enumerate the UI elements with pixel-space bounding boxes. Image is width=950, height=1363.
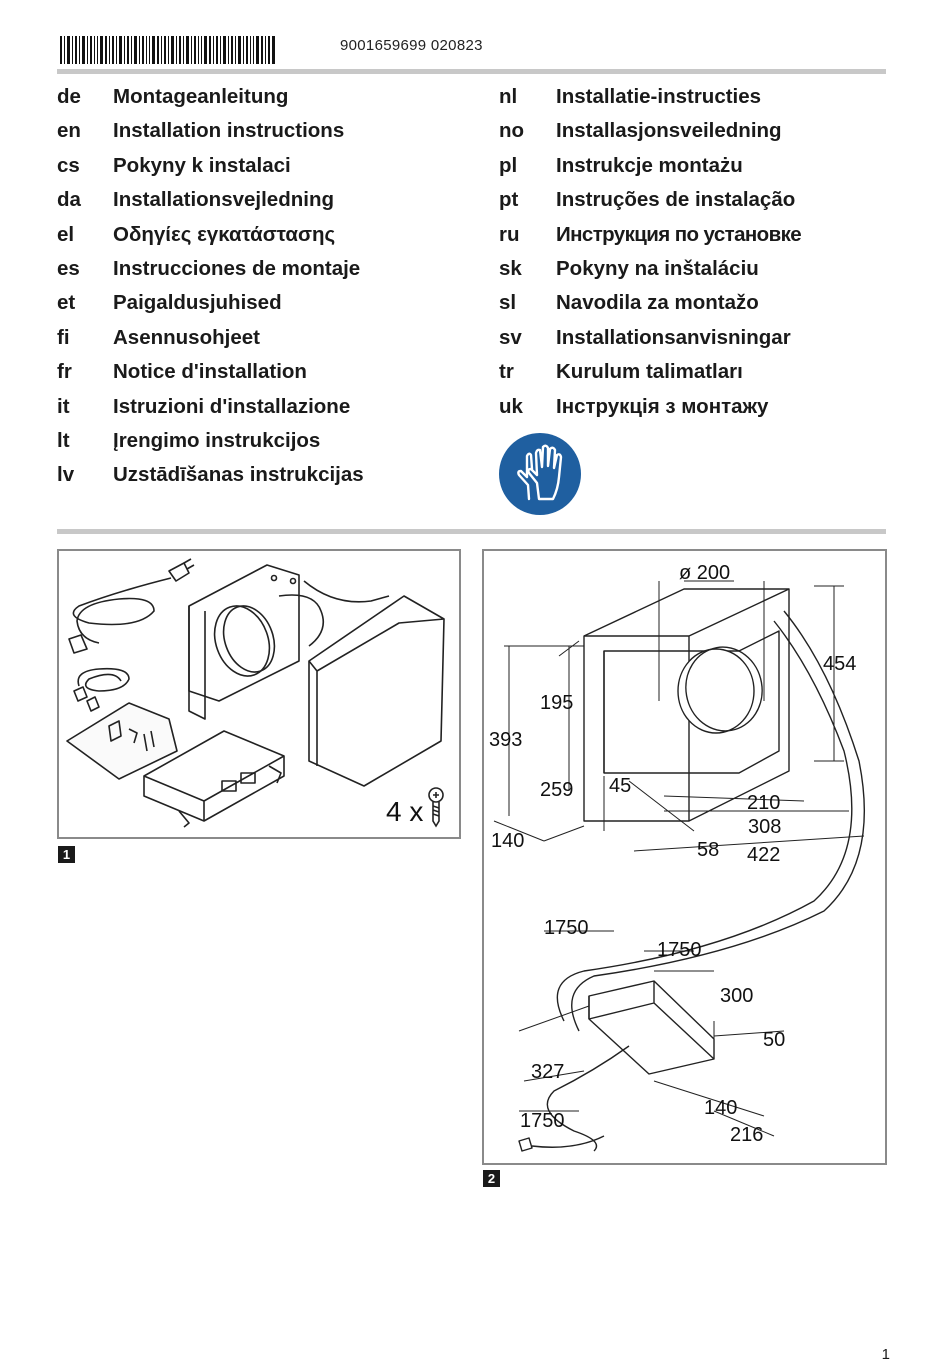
language-code: lv: [57, 463, 75, 487]
language-code: lt: [57, 428, 70, 452]
language-code: it: [57, 394, 70, 418]
middle-divider: [57, 529, 886, 534]
language-title: Asennusohjeet: [113, 325, 260, 349]
language-title: Instrucciones de montaje: [113, 256, 361, 280]
language-title: Installasjonsveiledning: [556, 119, 782, 143]
dim-50: 50: [763, 1029, 785, 1051]
dim-327: 327: [531, 1061, 564, 1083]
figure-2-panel: ø 200 454 195 393 259 45 210 308 140 58 …: [482, 549, 887, 1165]
top-divider: [57, 69, 886, 74]
figure-number-2: 2: [483, 1170, 500, 1187]
language-title: Paigaldusjuhised: [113, 291, 282, 315]
language-code: en: [57, 119, 81, 143]
language-title: Installation instructions: [113, 119, 345, 143]
language-title: Uzstādīšanas instrukcijas: [113, 463, 364, 487]
language-title: Installationsanvisningar: [556, 325, 791, 349]
dim-210: 210: [747, 792, 780, 814]
language-title: Инструкция по установке: [556, 222, 802, 246]
language-title: Instruções de instalação: [556, 188, 796, 212]
language-title: Kurulum talimatları: [556, 360, 743, 384]
language-code: sv: [499, 325, 522, 349]
dim-216: 216: [730, 1124, 763, 1146]
dim-393: 393: [489, 729, 522, 751]
figure-1-panel: 4 x: [57, 549, 461, 839]
language-code: nl: [499, 85, 518, 108]
language-code: el: [57, 222, 75, 246]
language-title: Įrengimo instrukcijos: [113, 428, 321, 452]
page-number: 1: [881, 1346, 890, 1363]
dim-308: 308: [748, 816, 781, 838]
language-code: fr: [57, 360, 72, 384]
language-title: Οδηγίες εγκατάστασης: [113, 222, 336, 246]
language-code: cs: [57, 153, 80, 177]
dim-422: 422: [747, 844, 780, 866]
language-title: Інструкція з монтажу: [556, 394, 769, 418]
dim-195: 195: [540, 692, 573, 714]
dim-58: 58: [697, 839, 719, 861]
document-code: 9001659699 020823: [340, 37, 483, 54]
dim-140-box: 140: [704, 1097, 737, 1119]
language-code: fi: [57, 325, 70, 349]
kit-contents-illustration: 4 x: [66, 558, 445, 828]
language-title: Montageanleitung: [113, 85, 289, 108]
dimensions-drawing: ø 200 454 195 393 259 45 210 308 140 58 …: [489, 562, 865, 1152]
dim-diameter: ø 200: [679, 562, 730, 584]
language-code: et: [57, 291, 76, 315]
language-code: no: [499, 119, 525, 143]
barcode: [60, 36, 275, 64]
dim-140-housing: 140: [491, 830, 524, 852]
wear-gloves-icon: [499, 433, 581, 515]
language-title: Notice d'installation: [113, 360, 307, 384]
dim-cable-1750-c: 1750: [520, 1110, 565, 1132]
figure-number-1: 1: [58, 846, 75, 863]
language-title: Pokyny k instalaci: [113, 153, 291, 177]
language-code: da: [57, 188, 81, 212]
language-title: Navodila za montažo: [556, 291, 759, 315]
language-code: de: [57, 85, 81, 108]
language-code: uk: [499, 394, 523, 418]
language-code: tr: [499, 360, 514, 384]
dim-454: 454: [823, 653, 856, 675]
screw-count-label: 4 x: [386, 796, 423, 827]
language-title: Istruzioni d'installazione: [113, 394, 351, 418]
language-title: Instrukcje montażu: [556, 153, 743, 177]
language-code: pt: [499, 188, 519, 212]
language-code: pl: [499, 153, 518, 177]
language-code: ru: [499, 222, 520, 246]
dim-300: 300: [720, 985, 753, 1007]
dim-259: 259: [540, 779, 573, 801]
language-code: es: [57, 256, 80, 280]
language-title: Installatie-instructies: [556, 85, 762, 108]
dim-45: 45: [609, 775, 631, 797]
screw-icon: [428, 787, 444, 828]
language-title: Pokyny na inštaláciu: [556, 256, 759, 280]
dim-cable-1750-b: 1750: [657, 939, 702, 961]
language-code: sl: [499, 291, 517, 315]
dim-cable-1750-a: 1750: [544, 917, 589, 939]
language-title: Installationsvejledning: [113, 188, 334, 212]
language-code: sk: [499, 256, 522, 280]
